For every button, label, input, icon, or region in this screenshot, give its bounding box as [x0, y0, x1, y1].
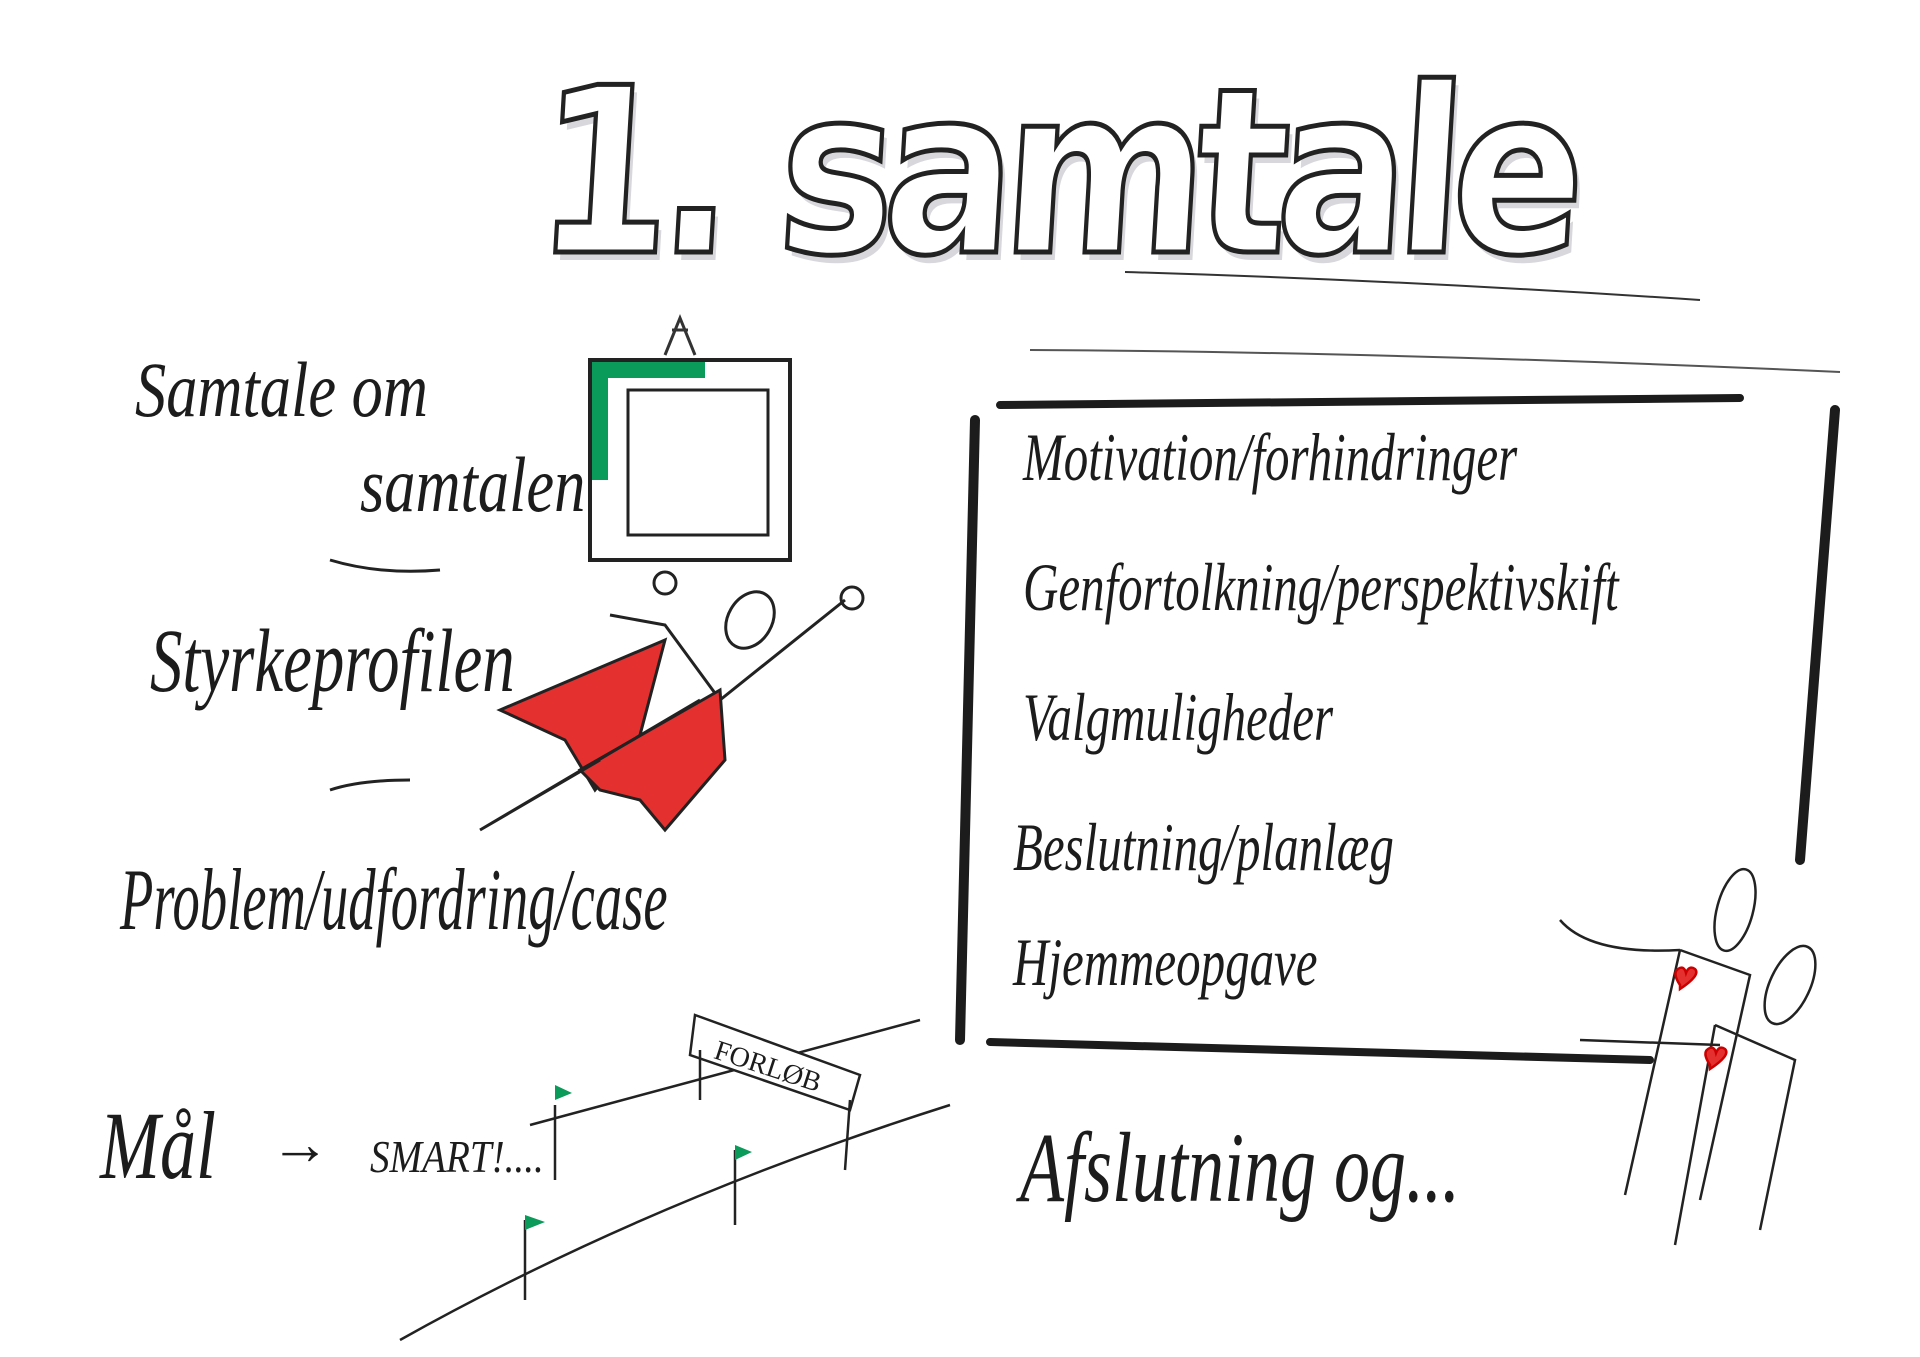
item-samtale-line2: samtalen	[360, 441, 586, 528]
item-problem: Problem/udfordring/case	[120, 852, 668, 949]
box-item-motivation: Motivation/forhindringer	[1023, 419, 1518, 495]
box-frame	[955, 394, 1840, 1064]
page-title: 1. samtale	[527, 38, 1584, 310]
two-figures-icon	[1559, 867, 1817, 1246]
superhero-figure-icon	[329, 558, 865, 833]
item-styrkeprofilen: Styrkeprofilen	[150, 612, 515, 711]
item-smart: SMART!....	[370, 1131, 544, 1182]
box-item-valgmuligheder: Valgmuligheder	[1023, 679, 1334, 755]
box-item-genfortolkning: Genfortolkning/perspektivskift	[1023, 549, 1619, 625]
box-item-beslutning: Beslutning/planlæg	[1013, 809, 1394, 885]
box-top-line	[1029, 349, 1841, 373]
arrow-icon: →	[270, 1111, 330, 1177]
box-item-hjemmeopgave: Hjemmeopgave	[1013, 924, 1318, 1000]
track-drawing	[399, 1013, 951, 1342]
conversation-steps-box: Motivation/forhindringer Genfortolkning/…	[965, 392, 1795, 1052]
title-underline	[1124, 271, 1701, 301]
picture-frame-icon	[588, 314, 792, 562]
item-samtale-line1: Samtale om	[135, 346, 428, 433]
item-maal: Mål	[100, 1092, 216, 1199]
closing-text: Afslutning og...	[1020, 1112, 1461, 1223]
